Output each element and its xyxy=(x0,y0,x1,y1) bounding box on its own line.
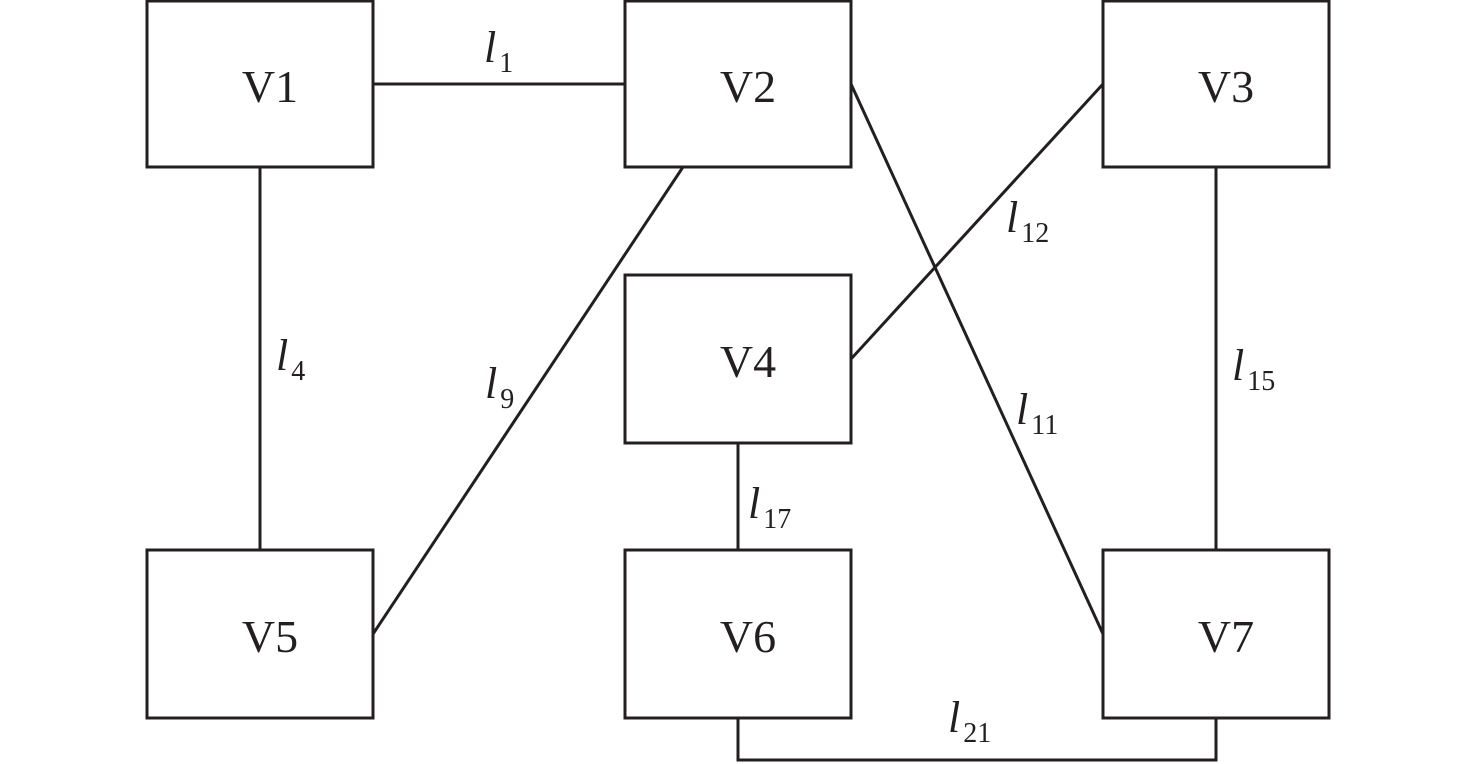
node-label: V6 xyxy=(720,611,776,662)
edge-label-subscript: 21 xyxy=(963,718,991,749)
node-label: V7 xyxy=(1198,611,1254,662)
edge-label-symbol: l xyxy=(748,479,760,528)
edge-label-symbol: l xyxy=(1232,341,1244,390)
edge-l11 xyxy=(849,83,1105,635)
edge-label-symbol: l xyxy=(484,23,496,72)
node-v1: V1 xyxy=(145,0,375,169)
node-label: V3 xyxy=(1198,61,1254,112)
edge-l21 xyxy=(736,718,1218,762)
node-box xyxy=(145,548,375,720)
node-box xyxy=(623,0,853,169)
node-box xyxy=(145,0,375,169)
node-v7: V7 xyxy=(1101,548,1331,720)
edge-label-subscript: 11 xyxy=(1031,410,1058,441)
edge-l9 xyxy=(371,166,685,635)
edge-label-subscript: 1 xyxy=(499,48,513,79)
node-box xyxy=(623,273,853,445)
edge-label-subscript: 17 xyxy=(763,504,791,535)
node-v2: V2 xyxy=(623,0,853,169)
edge-label-subscript: 15 xyxy=(1247,366,1275,397)
node-box xyxy=(1101,548,1331,720)
edges-layer xyxy=(258,82,1218,762)
node-box xyxy=(623,548,853,720)
edge-l12 xyxy=(849,82,1105,361)
edge-label-subscript: 12 xyxy=(1021,218,1049,249)
node-v3: V3 xyxy=(1101,0,1331,169)
node-v6: V6 xyxy=(623,548,853,720)
edge-label-symbol: l xyxy=(1016,385,1028,434)
node-box xyxy=(1101,0,1331,169)
edge-label-subscript: 4 xyxy=(291,356,305,387)
node-label: V1 xyxy=(242,61,298,112)
node-label: V2 xyxy=(720,61,776,112)
edge-label-symbol: l xyxy=(485,359,497,408)
edge-label-symbol: l xyxy=(948,693,960,742)
node-label: V4 xyxy=(720,336,776,387)
node-v4: V4 xyxy=(623,273,853,445)
node-label: V5 xyxy=(242,611,298,662)
node-v5: V5 xyxy=(145,548,375,720)
edge-label-subscript: 9 xyxy=(500,384,514,415)
edge-label-symbol: l xyxy=(1006,193,1018,242)
edge-label-symbol: l xyxy=(276,331,288,380)
